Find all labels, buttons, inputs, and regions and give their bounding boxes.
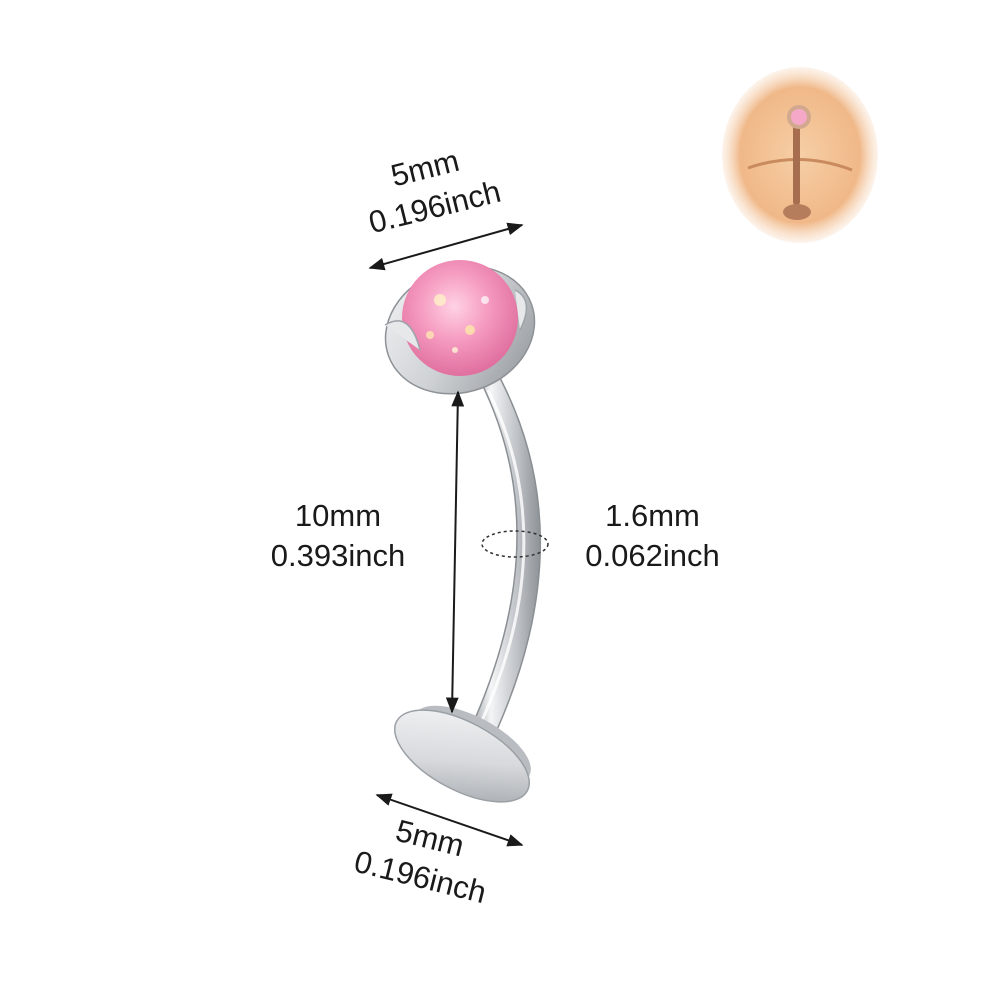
bar-gauge-imperial: 0.062inch: [585, 538, 720, 573]
bar-gauge-metric: 1.6mm: [605, 498, 700, 533]
gauge-indicator: [481, 530, 549, 558]
bottom-diameter-arrow: [375, 793, 524, 847]
bar-gauge-label: 1.6mm 0.062inch: [565, 496, 740, 576]
bar-length-label: 10mm 0.393inch: [248, 496, 428, 576]
top-diameter-arrow: [368, 222, 524, 271]
bar-length-imperial: 0.393inch: [270, 538, 406, 573]
top-opal-ball: [384, 260, 536, 395]
length-arrow: [445, 390, 465, 714]
inset-navel-photo: [722, 67, 878, 243]
bottom-disc: [393, 705, 531, 803]
bar-length-metric: 10mm: [294, 498, 382, 533]
